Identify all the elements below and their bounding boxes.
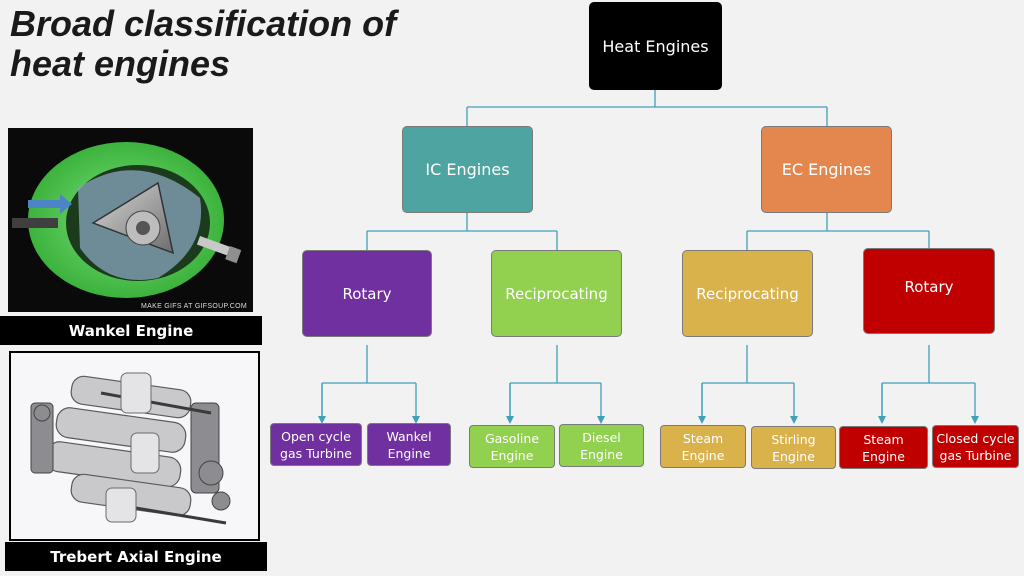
node-ec-engines-label: EC Engines [781,160,872,179]
leaf-gasoline-engine: Gasoline Engine [469,425,555,468]
node-ec-reciprocating: Reciprocating [682,250,813,337]
node-ec-rotary-label: Rotary [904,278,954,296]
wankel-engine-illustration [8,128,253,312]
node-ec-rotary: Rotary [863,248,995,334]
leaf-steam-engine-reciprocating: Steam Engine [660,425,746,468]
node-ec-reciprocating-label: Reciprocating [696,284,799,303]
node-ic-engines: IC Engines [402,126,533,213]
leaf-label-line-2: gas Turbine [280,445,352,461]
leaf-open-cycle-gas-turbine: Open cycle gas Turbine [270,423,362,466]
leaf-closed-cycle-gas-turbine: Closed cycle gas Turbine [932,425,1019,468]
slide-title-line-2: heat engines [10,43,231,84]
leaf-diesel-engine: Diesel Engine [559,424,644,467]
wankel-engine-caption: Wankel Engine [0,316,262,345]
leaf-label-line-2: Engine [772,448,815,464]
leaf-label-line-1: Open cycle [281,428,351,444]
connector-ec-to-children [746,213,930,250]
wankel-engine-image: MAKE GIFS AT GIFSOUP.COM [8,128,253,312]
leaf-label-line-1: Stirling [771,431,816,447]
trebert-axial-engine-image [9,351,260,541]
leaf-label-line-1: Wankel [386,428,432,444]
leaf-label-line-2: Engine [862,448,905,464]
node-heat-engines: Heat Engines [589,2,722,90]
connector-ic-rotary-leaves [321,345,416,420]
connector-ic-to-children [366,213,558,250]
connector-ec-recip-leaves [701,345,794,420]
leaf-label-line-1: Diesel [582,429,621,445]
leaf-stirling-engine: Stirling Engine [751,426,836,469]
trebert-axial-engine-caption: Trebert Axial Engine [5,542,267,571]
leaf-label-line-2: Engine [580,446,623,462]
trebert-axial-engine-illustration [11,353,258,539]
leaf-label-line-2: Engine [490,447,534,463]
node-heat-engines-label: Heat Engines [602,36,709,56]
leaf-label-line-1: Steam [682,430,724,446]
connector-root-to-ic-ec [466,90,828,126]
connector-ic-recip-leaves [509,345,601,420]
node-ic-reciprocating-label: Reciprocating [505,284,608,303]
node-ic-rotary-label: Rotary [342,284,392,303]
leaf-label-line-2: Engine [681,447,725,463]
node-ic-reciprocating: Reciprocating [491,250,622,337]
wankel-engine-caption-text: Wankel Engine [68,321,194,340]
trebert-axial-engine-caption-text: Trebert Axial Engine [50,547,222,566]
node-ec-engines: EC Engines [761,126,892,213]
slide-title: Broad classification of heat engines [10,4,450,84]
leaf-label-line-1: Closed cycle [936,430,1015,446]
leaf-label-line-1: Gasoline [484,430,540,446]
leaf-wankel-engine: Wankel Engine [367,423,451,466]
gif-watermark: MAKE GIFS AT GIFSOUP.COM [141,303,247,310]
node-ic-rotary: Rotary [302,250,432,337]
leaf-label-line-2: gas Turbine [939,447,1012,463]
leaf-label-line-2: Engine [387,445,431,461]
node-ic-engines-label: IC Engines [425,160,510,179]
slide-title-line-1: Broad classification of [10,3,397,44]
leaf-label-line-1: Steam [863,431,904,447]
connector-ec-rotary-leaves [881,345,975,420]
leaf-steam-engine-rotary: Steam Engine [839,426,928,469]
